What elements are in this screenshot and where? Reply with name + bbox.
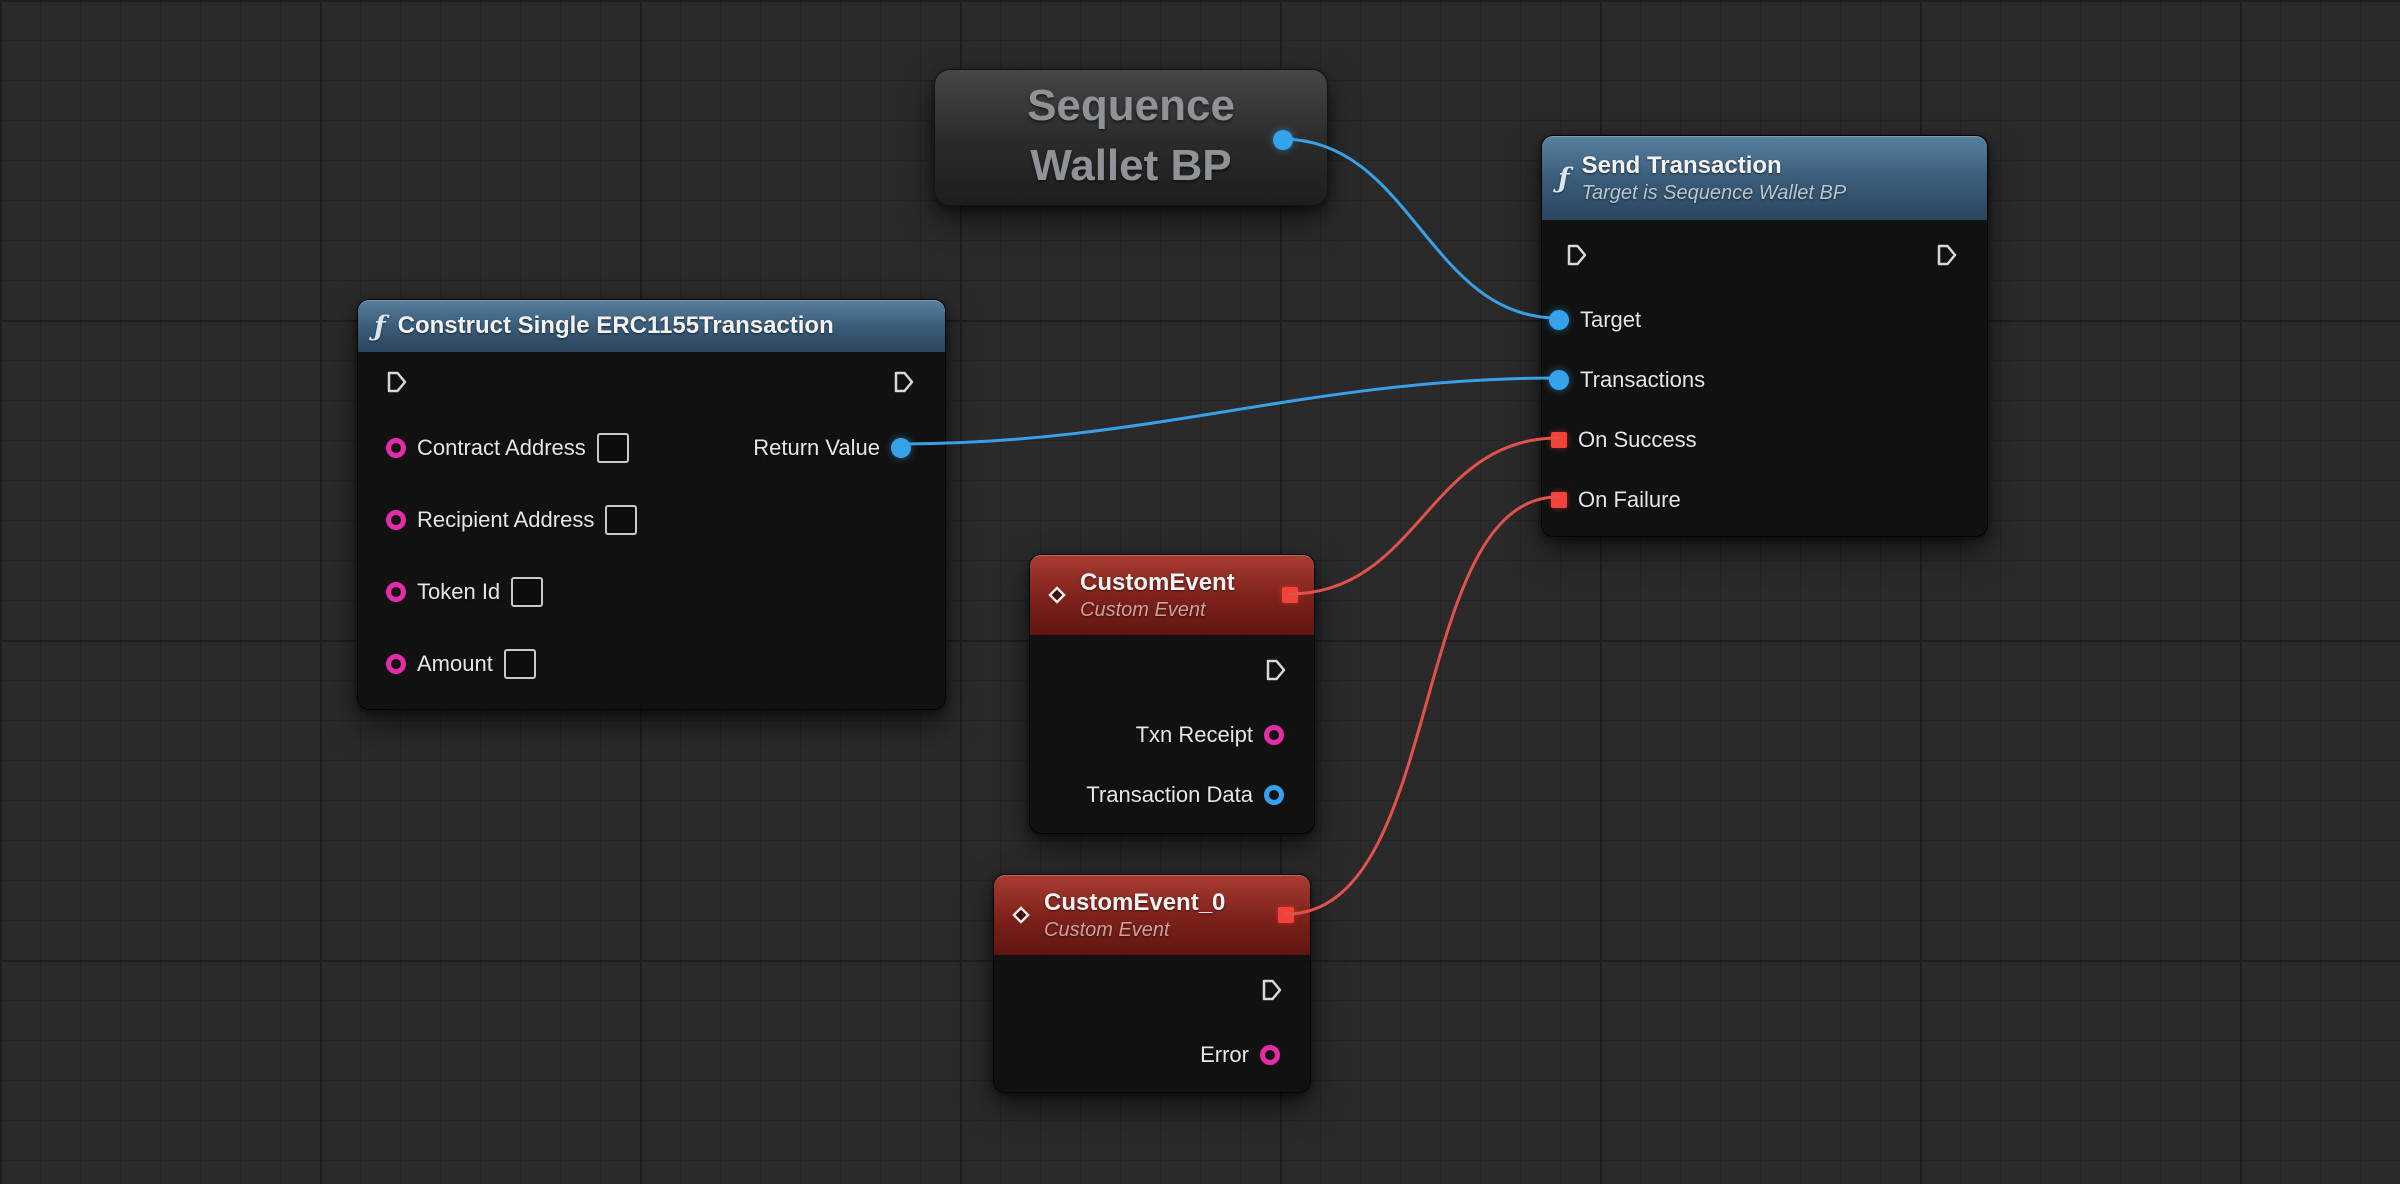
txn-receipt-pin[interactable] (1264, 725, 1284, 745)
txn-receipt-label: Txn Receipt (1135, 722, 1253, 747)
title-line-1: Sequence (1027, 81, 1235, 130)
recipient-address-label: Recipient Address (417, 507, 595, 532)
node-header: CustomEvent Custom Event (1030, 555, 1314, 635)
error-pin[interactable] (1260, 1045, 1280, 1065)
token-id-pin[interactable] (386, 582, 406, 602)
wire-returnvalue-to-transactions[interactable] (898, 376, 1560, 446)
on-success-label: On Success (1578, 427, 1697, 452)
node-body: Error (994, 955, 1310, 1085)
token-id-input[interactable] (511, 577, 544, 607)
exec-out-pin[interactable] (1261, 978, 1283, 1002)
token-id-label: Token Id (417, 579, 501, 604)
exec-out-pin[interactable] (1936, 243, 1958, 267)
node-send-transaction[interactable]: ƒ Send Transaction Target is Sequence Wa… (1541, 135, 1988, 537)
on-failure-label: On Failure (1578, 487, 1681, 512)
wire-wallet-to-target[interactable] (1280, 137, 1560, 320)
target-label: Target (1580, 307, 1642, 332)
exec-in-pin[interactable] (386, 370, 408, 394)
wire-event0-to-onfailure[interactable] (1284, 495, 1560, 916)
node-title: Construct Single ERC1155Transaction (397, 312, 834, 339)
exec-out-pin[interactable] (1265, 658, 1287, 682)
node-body: Target Transactions On Success On Failur… (1542, 220, 1987, 530)
target-pin[interactable] (1549, 310, 1569, 330)
wire-event-to-onsuccess[interactable] (1287, 436, 1560, 596)
node-custom-event[interactable]: CustomEvent Custom Event Txn Receipt Tra… (1029, 554, 1315, 834)
node-header: CustomEvent_0 Custom Event (994, 875, 1310, 955)
transactions-label: Transactions (1580, 367, 1706, 392)
node-custom-event-0[interactable]: CustomEvent_0 Custom Event Error (993, 874, 1311, 1093)
node-body: Txn Receipt Transaction Data (1030, 635, 1314, 825)
error-label: Error (1200, 1042, 1249, 1067)
node-sequence-wallet-bp[interactable]: Sequence Wallet BP (934, 69, 1328, 206)
node-title: Sequence Wallet BP (935, 70, 1327, 196)
recipient-address-pin[interactable] (386, 510, 406, 530)
return-value-pin[interactable] (891, 438, 911, 458)
amount-label: Amount (417, 651, 493, 676)
node-title: Send Transaction (1581, 151, 1782, 179)
node-subtitle: Target is Sequence Wallet BP (1581, 181, 1847, 204)
amount-input[interactable] (503, 649, 536, 679)
on-failure-pin[interactable] (1551, 492, 1567, 508)
title-line-2: Wallet BP (1030, 141, 1232, 190)
node-header: ƒ Send Transaction Target is Sequence Wa… (1542, 136, 1987, 220)
exec-in-pin[interactable] (1566, 243, 1588, 267)
contract-address-label: Contract Address (417, 435, 586, 460)
node-subtitle: Custom Event (1080, 598, 1206, 621)
function-icon: ƒ (1558, 162, 1570, 194)
event-icon (1048, 586, 1066, 604)
transactions-pin[interactable] (1549, 370, 1569, 390)
event-icon (1012, 906, 1030, 924)
node-subtitle: Custom Event (1044, 918, 1170, 941)
return-value-label: Return Value (753, 435, 880, 460)
node-construct-single-erc1155-transaction[interactable]: ƒ Construct Single ERC1155Transaction Co… (357, 299, 946, 710)
amount-pin[interactable] (386, 654, 406, 674)
contract-address-pin[interactable] (386, 438, 406, 458)
node-body: Contract Address Return Value Recipient … (358, 352, 945, 700)
transaction-data-label: Transaction Data (1086, 782, 1253, 807)
function-icon: ƒ (374, 310, 386, 342)
recipient-address-input[interactable] (605, 505, 638, 535)
exec-out-pin[interactable] (893, 370, 915, 394)
node-header: ƒ Construct Single ERC1155Transaction (358, 300, 945, 352)
contract-address-input[interactable] (596, 433, 629, 463)
transaction-data-pin[interactable] (1264, 785, 1284, 805)
node-title: CustomEvent (1080, 568, 1235, 596)
node-title: CustomEvent_0 (1044, 888, 1226, 916)
on-success-pin[interactable] (1551, 432, 1567, 448)
